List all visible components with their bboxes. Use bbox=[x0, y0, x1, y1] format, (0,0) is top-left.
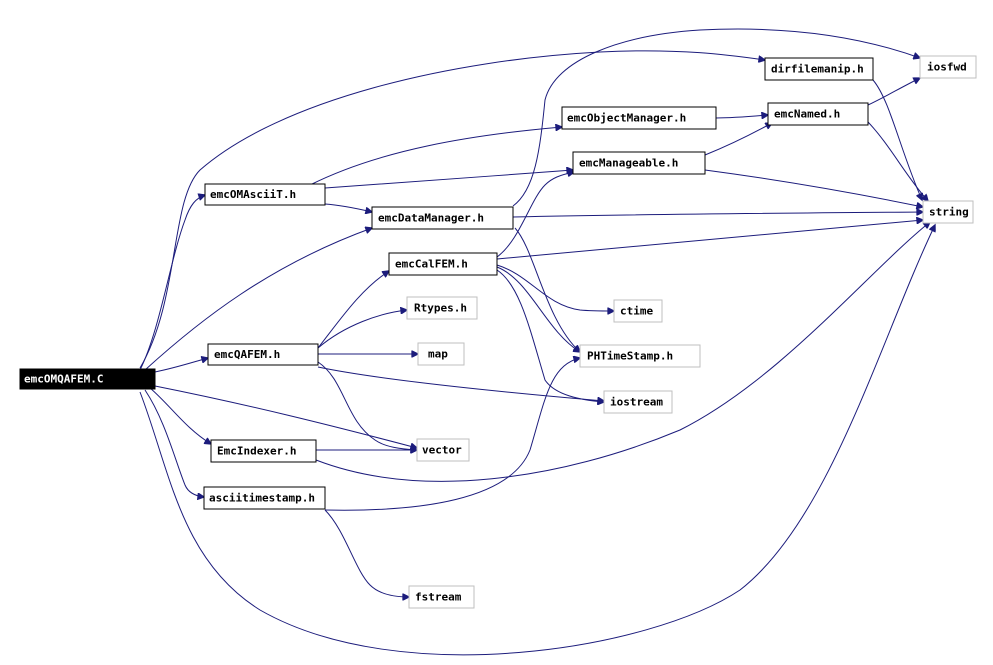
edge-qaFEM-calFEM bbox=[317, 271, 389, 349]
edge-qaFEM-rtypes bbox=[317, 310, 407, 349]
node-label: iosfwd bbox=[927, 61, 967, 74]
node-root[interactable]: emcOMQAFEM.C bbox=[19, 368, 156, 390]
edge-dirfile-string bbox=[872, 79, 922, 200]
edge-asciits-fstream bbox=[324, 509, 409, 597]
node-label: emcObjectManager.h bbox=[567, 112, 686, 125]
node-emcnamed[interactable]: emcNamed.h bbox=[767, 102, 869, 126]
edge-calFEM-ctime bbox=[496, 264, 614, 311]
edge-calFEM-string bbox=[496, 220, 923, 260]
edge-root-indexer bbox=[149, 387, 211, 444]
edge-dataMgr-phts bbox=[514, 227, 580, 352]
node-label: emcQAFEM.h bbox=[214, 348, 280, 361]
node-iosfwd[interactable]: iosfwd bbox=[919, 55, 977, 79]
edge-asciiT-manageable bbox=[324, 170, 573, 189]
edge-dataMgr-iosfwd bbox=[512, 28, 920, 207]
node-phtimestamp[interactable]: PHTimeStamp.h bbox=[579, 344, 701, 368]
node-emcomasciit[interactable]: emcOMAsciiT.h bbox=[204, 183, 326, 206]
node-label: emcOMAsciiT.h bbox=[210, 188, 296, 201]
edge-named-iosfwd bbox=[867, 78, 920, 106]
node-ctime[interactable]: ctime bbox=[613, 299, 663, 323]
edge-root-asciits bbox=[144, 389, 204, 497]
node-label: emcDataManager.h bbox=[378, 212, 484, 225]
node-emcmanageable[interactable]: emcManageable.h bbox=[572, 151, 706, 175]
edge-root-dirfile bbox=[139, 50, 765, 369]
edge-root-vector bbox=[154, 385, 417, 448]
edge-asciits-phts bbox=[324, 358, 580, 511]
node-emccalfem[interactable]: emcCalFEM.h bbox=[388, 252, 498, 276]
edge-indexer-string bbox=[315, 222, 930, 482]
node-label: emcCalFEM.h bbox=[395, 258, 468, 271]
node-label: EmcIndexer.h bbox=[217, 445, 296, 458]
node-label: asciitimestamp.h bbox=[209, 492, 315, 505]
edge-asciiT-objMgr bbox=[309, 127, 562, 186]
node-emcdatamanager[interactable]: emcDataManager.h bbox=[371, 206, 514, 230]
edge-root-dataMgr bbox=[144, 228, 372, 371]
node-emcindexer[interactable]: EmcIndexer.h bbox=[210, 439, 317, 463]
node-label: ctime bbox=[620, 305, 653, 318]
node-label: vector bbox=[422, 444, 462, 457]
node-label: string bbox=[929, 206, 969, 219]
edge-objMgr-named bbox=[715, 115, 768, 118]
node-asciitimestamp[interactable]: asciitimestamp.h bbox=[203, 486, 326, 510]
edge-qaFEM-iostream bbox=[317, 366, 604, 401]
edge-dataMgr-string bbox=[512, 212, 923, 218]
edge-asciiT-dataMgr bbox=[324, 203, 372, 212]
node-dirfilemanip[interactable]: dirfilemanip.h bbox=[764, 57, 874, 81]
edge-named-string bbox=[867, 121, 928, 201]
node-string[interactable]: string bbox=[922, 200, 974, 224]
node-label: dirfilemanip.h bbox=[771, 63, 864, 76]
node-emcobjectmanager[interactable]: emcObjectManager.h bbox=[561, 106, 717, 130]
edge-calFEM-manageable bbox=[496, 172, 574, 258]
node-emcqafem[interactable]: emcQAFEM.h bbox=[207, 343, 319, 366]
edge-manageable-named bbox=[704, 123, 772, 156]
node-rtypes[interactable]: Rtypes.h bbox=[406, 296, 478, 320]
node-map[interactable]: map bbox=[417, 342, 465, 366]
node-label: map bbox=[428, 348, 448, 361]
edge-calFEM-iostream bbox=[496, 269, 604, 402]
node-label: fstream bbox=[415, 591, 462, 604]
node-label: emcManageable.h bbox=[579, 157, 678, 170]
edge-root-string bbox=[139, 225, 935, 656]
node-fstream[interactable]: fstream bbox=[408, 585, 475, 609]
edge-root-qaFEM bbox=[154, 358, 208, 373]
node-label: iostream bbox=[610, 396, 663, 409]
node-label: PHTimeStamp.h bbox=[587, 350, 673, 363]
node-iostream[interactable]: iostream bbox=[603, 390, 673, 414]
node-label: Rtypes.h bbox=[414, 302, 467, 315]
edge-calFEM-phts bbox=[496, 266, 580, 352]
edge-qaFEM-vector bbox=[317, 361, 417, 450]
edge-root-asciiT bbox=[139, 195, 205, 371]
node-vector[interactable]: vector bbox=[416, 438, 470, 462]
node-label: emcNamed.h bbox=[774, 108, 840, 121]
node-label: emcOMQAFEM.C bbox=[24, 373, 103, 386]
edges bbox=[139, 28, 935, 656]
edge-manageable-string bbox=[704, 169, 923, 207]
